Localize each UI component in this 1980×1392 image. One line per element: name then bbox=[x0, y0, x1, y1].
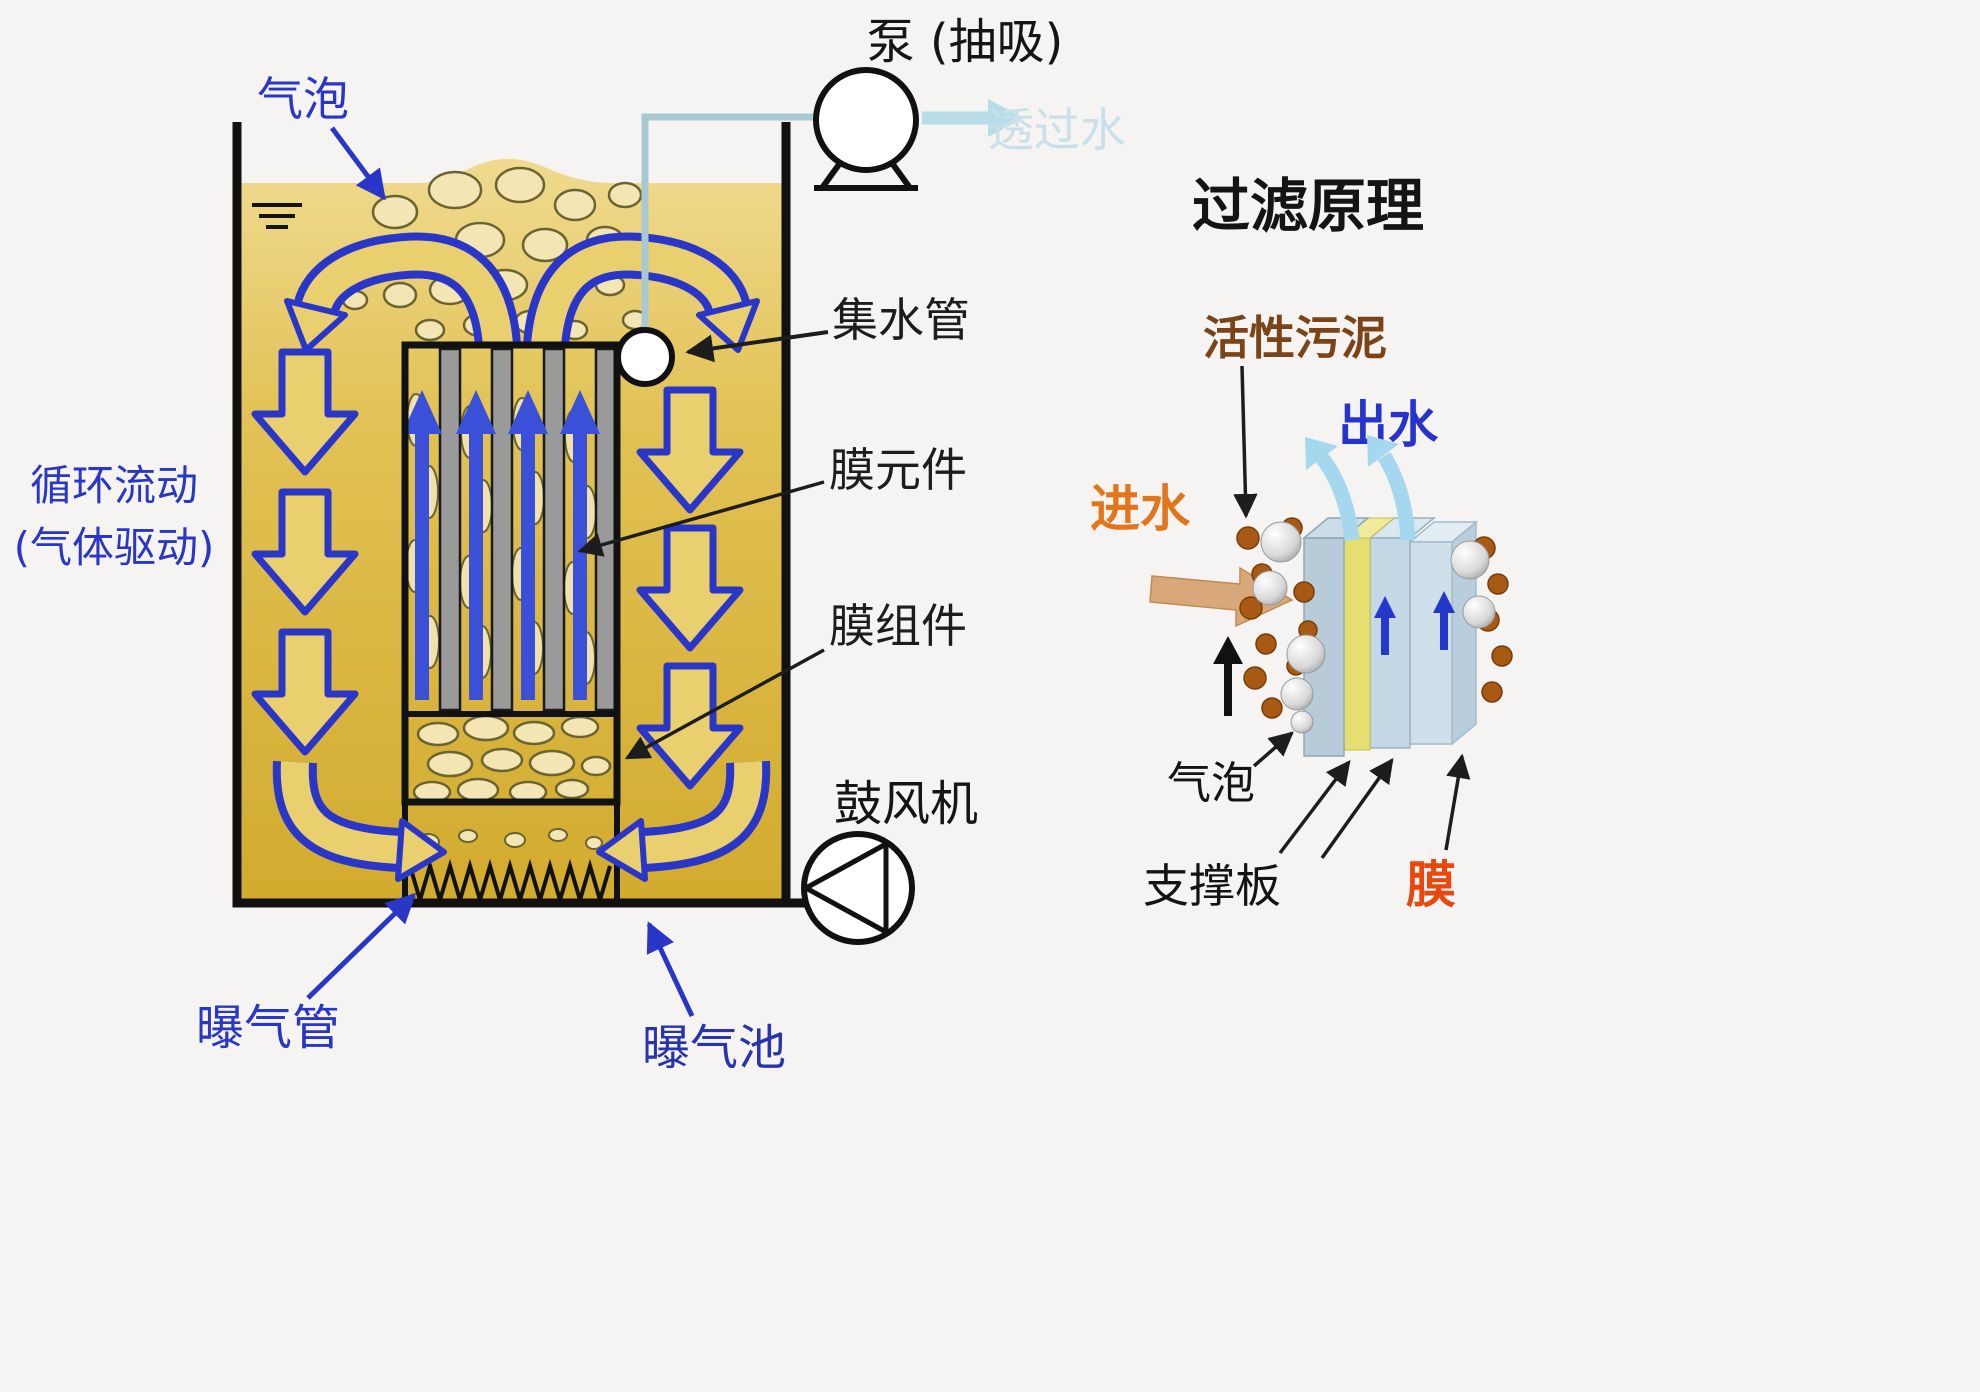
membrane-label: 膜 bbox=[1406, 856, 1456, 914]
air-up-arrow bbox=[1213, 636, 1243, 716]
bubble-pointer-right bbox=[1252, 731, 1294, 768]
membrane-pointer bbox=[1444, 753, 1471, 851]
membrane-stack bbox=[1301, 435, 1479, 757]
activated-sludge-pointer bbox=[1233, 365, 1258, 519]
aeration-basin-pointer bbox=[646, 921, 695, 1018]
module-lower-bubbles bbox=[412, 714, 612, 804]
blower-label: 鼓风机 bbox=[834, 776, 978, 832]
activated-sludge-label: 活性污泥 bbox=[1203, 311, 1387, 365]
circulation-label-line1: 循环流动 bbox=[30, 461, 198, 510]
permeate-label: 透过水 bbox=[988, 103, 1126, 157]
support-plate-pointer-2 bbox=[1320, 758, 1394, 860]
influent-label: 进水 bbox=[1090, 480, 1191, 538]
collector-pipe-label: 集水管 bbox=[832, 293, 970, 347]
circulation-arrow-bottom-right bbox=[596, 760, 771, 882]
bubbles-label: 气泡 bbox=[257, 72, 349, 126]
membrane-module-label: 膜组件 bbox=[829, 599, 967, 653]
water-surface-marks bbox=[252, 203, 302, 229]
aeration-diffuser-zigzag bbox=[408, 858, 612, 908]
circulation-arrow-top-right bbox=[523, 232, 760, 353]
membrane-element-label: 膜元件 bbox=[829, 443, 967, 497]
circulation-arrow-bottom-left bbox=[272, 760, 447, 882]
effluent-flow-arrows bbox=[1305, 435, 1416, 541]
pump-symbol bbox=[813, 67, 919, 191]
air-bubble-spheres bbox=[1252, 521, 1496, 734]
aeration-tank bbox=[232, 113, 814, 908]
filtration-principle: 过滤原理 活性污泥 出水 进水 bbox=[1090, 172, 1513, 914]
aeration-basin-label: 曝气池 bbox=[642, 1020, 786, 1076]
suction-pipe bbox=[641, 113, 814, 345]
membrane-element-plates bbox=[438, 347, 618, 712]
aeration-pipe-label: 曝气管 bbox=[196, 1000, 340, 1056]
support-plate-label: 支撑板 bbox=[1143, 859, 1281, 913]
circulation-arrow-top-left bbox=[284, 232, 521, 353]
support-plate-pointer-1 bbox=[1278, 760, 1351, 855]
aeration-pipe-pointer bbox=[306, 892, 417, 1000]
permeate-up-arrows bbox=[1374, 591, 1455, 655]
principle-title: 过滤原理 bbox=[1192, 172, 1424, 240]
bubbles-pointer-arrow bbox=[329, 126, 387, 201]
membrane-module-pointer bbox=[624, 648, 825, 760]
permeate-arrow bbox=[922, 99, 1024, 137]
membrane-element-pointer bbox=[577, 480, 825, 557]
tank-walls bbox=[232, 122, 791, 908]
collector-pipe-section bbox=[615, 327, 675, 387]
bubble-label-right: 气泡 bbox=[1167, 758, 1255, 809]
downflow-arrows bbox=[251, 348, 744, 790]
left-diagram-labels: 气泡 循环流动 (气体驱动) 泵 (抽吸) 透过水 集水管 膜元件 膜组件 鼓风… bbox=[14, 14, 1126, 1076]
blower-symbol bbox=[801, 831, 915, 945]
collector-pipe-pointer bbox=[685, 330, 829, 363]
circulation-label-line2: (气体驱动) bbox=[14, 523, 215, 572]
pump-label: 泵 (抽吸) bbox=[867, 14, 1064, 70]
